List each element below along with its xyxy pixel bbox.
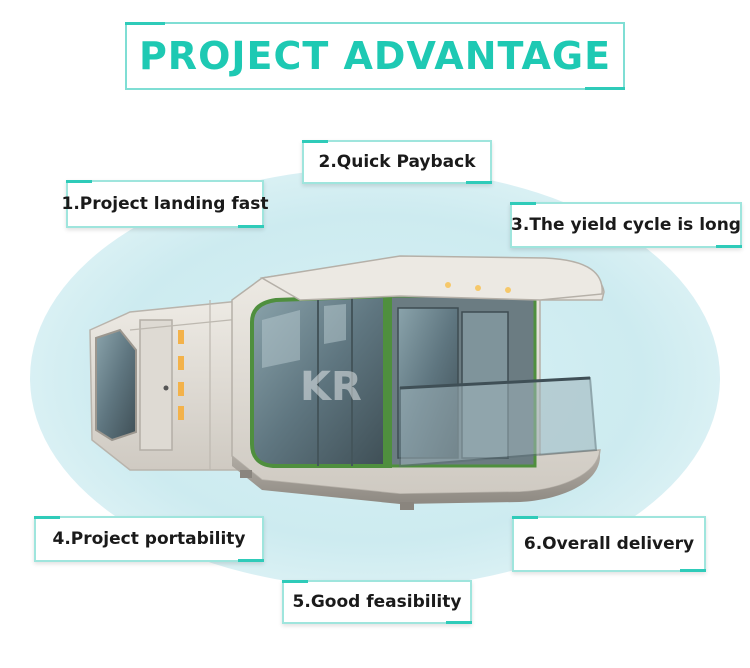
advantage-label: 5.Good feasibility	[292, 592, 462, 612]
advantage-label: 2.Quick Payback	[318, 152, 476, 172]
advantage-badge-3: 3.The yield cycle is long	[510, 202, 742, 248]
advantage-label: 3.The yield cycle is long	[511, 215, 741, 235]
advantage-badge-2: 2.Quick Payback	[302, 140, 492, 184]
title-banner: PROJECT ADVANTAGE	[125, 22, 625, 90]
advantage-label: 6.Overall delivery	[523, 534, 695, 554]
advantage-label: 4.Project portability	[52, 529, 246, 549]
advantage-badge-4: 4.Project portability	[34, 516, 264, 562]
advantage-badge-5: 5.Good feasibility	[282, 580, 472, 624]
advantage-badge-1: 1.Project landing fast	[62, 180, 269, 228]
advantage-badge-6: 6.Overall delivery	[512, 516, 706, 572]
watermark-logo: KR	[300, 364, 362, 410]
advantage-label: 1.Project landing fast	[61, 194, 269, 214]
page-title: PROJECT ADVANTAGE	[138, 34, 612, 78]
